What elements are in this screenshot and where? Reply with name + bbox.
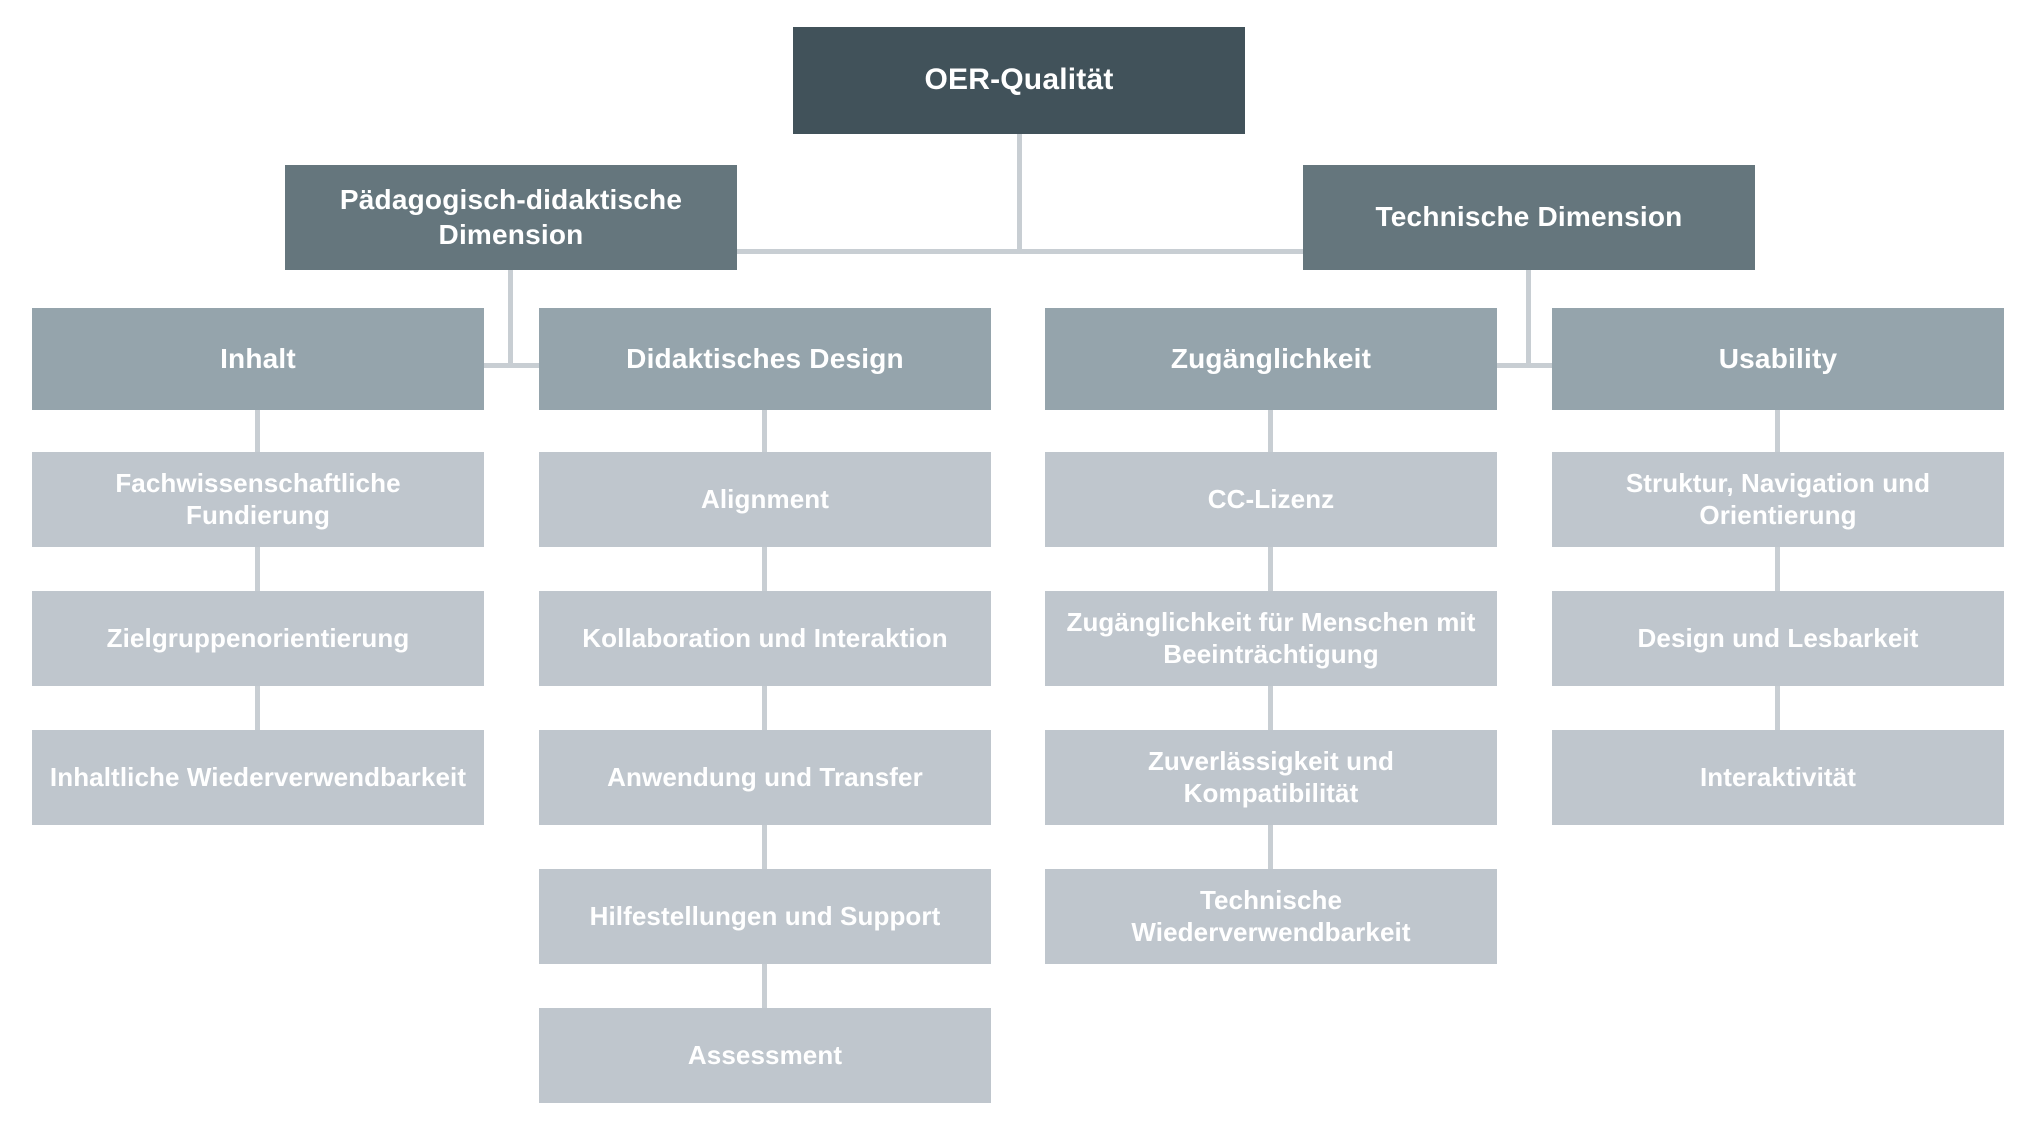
node-leaf-kollaboration-und-interaktion[interactable]: Kollaboration und Interaktion (539, 591, 991, 686)
node-leaf-technische-wiederverwendbarkeit[interactable]: Technische Wiederverwendbarkeit (1045, 869, 1497, 964)
connector-root-stem (1017, 134, 1022, 252)
node-leaf-struktur-navigation-und-orientierung[interactable]: Struktur, Navigation und Orientierung (1552, 452, 2004, 547)
node-label: Zuverlässigkeit und Kompatibilität (1147, 745, 1395, 808)
node-leaf-inhaltliche-wiederverwendbarkeit[interactable]: Inhaltliche Wiederverwendbarkeit (32, 730, 484, 825)
node-category-zugaenglichkeit[interactable]: Zugänglichkeit (1045, 308, 1497, 410)
node-label: Fachwissenschaftliche Fundierung (115, 467, 401, 530)
node-label: CC-Lizenz (1207, 483, 1335, 514)
node-leaf-design-und-lesbarkeit[interactable]: Design und Lesbarkeit (1552, 591, 2004, 686)
node-dimension-paedagogisch-didaktisch[interactable]: Pädagogisch-didaktische Dimension (285, 165, 737, 270)
node-leaf-interaktivitaet[interactable]: Interaktivität (1552, 730, 2004, 825)
node-label: Kollaboration und Interaktion (582, 622, 948, 653)
node-leaf-alignment[interactable]: Alignment (539, 452, 991, 547)
node-label: Assessment (687, 1039, 843, 1070)
node-leaf-anwendung-und-transfer[interactable]: Anwendung und Transfer (539, 730, 991, 825)
node-label: Zugänglichkeit für Menschen mit Beeinträ… (1066, 606, 1476, 669)
connector-category-bus-right (1272, 363, 1778, 368)
node-label: Usability (1718, 342, 1838, 374)
connector-dimension-bus (737, 249, 1303, 254)
node-label: Pädagogisch-didaktische Dimension (339, 184, 683, 250)
node-leaf-zielgruppenorientierung[interactable]: Zielgruppenorientierung (32, 591, 484, 686)
node-root-oer-qualitaet[interactable]: OER-Qualität (793, 27, 1245, 134)
node-leaf-hilfestellungen-und-support[interactable]: Hilfestellungen und Support (539, 869, 991, 964)
node-label: Design und Lesbarkeit (1637, 622, 1919, 653)
connector-dim-left-stem (508, 270, 513, 368)
node-label: Inhaltliche Wiederverwendbarkeit (49, 761, 467, 792)
node-leaf-zuverlaessigkeit-und-kompatibilitaet[interactable]: Zuverlässigkeit und Kompatibilität (1045, 730, 1497, 825)
node-category-didaktisches-design[interactable]: Didaktisches Design (539, 308, 991, 410)
node-label: Hilfestellungen und Support (589, 900, 941, 931)
node-label: Anwendung und Transfer (607, 761, 923, 792)
node-label: Technische Wiederverwendbarkeit (1131, 884, 1411, 947)
connector-dim-right-stem (1526, 270, 1531, 368)
node-category-usability[interactable]: Usability (1552, 308, 2004, 410)
node-label: Zugänglichkeit (1170, 342, 1372, 374)
node-label: Interaktivität (1699, 761, 1856, 792)
node-label: Inhalt (220, 342, 296, 374)
node-label: OER-Qualität (924, 63, 1114, 97)
node-label: Struktur, Navigation und Orientierung (1625, 467, 1931, 530)
connector-category-bus-left (258, 363, 764, 368)
node-label: Alignment (700, 483, 829, 514)
node-label: Zielgruppenorientierung (106, 622, 410, 653)
node-leaf-fachwissenschaftliche-fundierung[interactable]: Fachwissenschaftliche Fundierung (32, 452, 484, 547)
node-label: Technische Dimension (1375, 201, 1683, 233)
node-label: Didaktisches Design (626, 342, 904, 374)
node-leaf-assessment[interactable]: Assessment (539, 1008, 991, 1103)
node-leaf-zugaenglichkeit-fuer-menschen-mit-beeintraechtigung[interactable]: Zugänglichkeit für Menschen mit Beeinträ… (1045, 591, 1497, 686)
node-leaf-cc-lizenz[interactable]: CC-Lizenz (1045, 452, 1497, 547)
node-category-inhalt[interactable]: Inhalt (32, 308, 484, 410)
node-dimension-technisch[interactable]: Technische Dimension (1303, 165, 1755, 270)
